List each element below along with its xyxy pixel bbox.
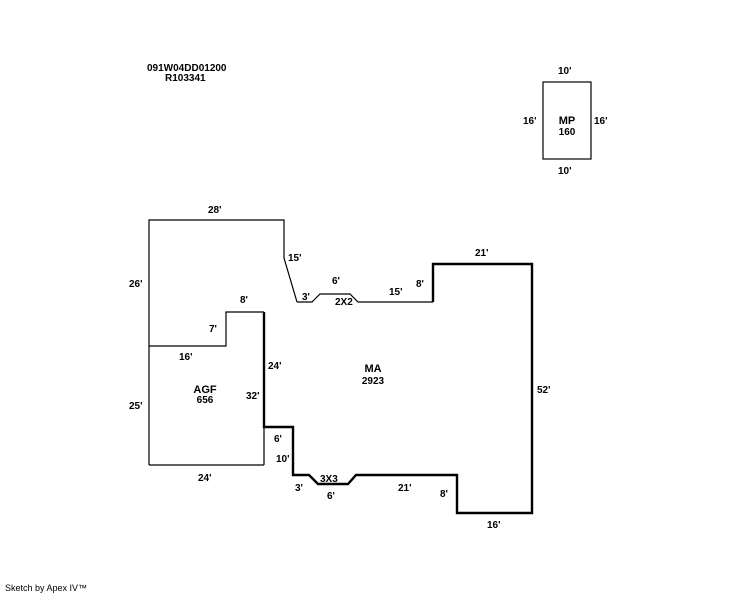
- ma-area-size: 2923: [362, 376, 385, 387]
- step-10-dimension: 10': [276, 454, 290, 465]
- right-52-dimension: 52': [537, 385, 551, 396]
- footer-credit: Sketch by Apex IV™: [5, 583, 88, 593]
- mp-right-dimension: 16': [594, 116, 608, 127]
- mp-area-outline: [542, 81, 592, 160]
- record-id: R103341: [165, 73, 206, 84]
- agf-area-outline: [148, 219, 298, 466]
- step-6-bot-dimension: 6': [327, 491, 335, 502]
- bottom-notch-label: 3X3: [320, 474, 338, 485]
- step-3-top-dimension: 3': [302, 292, 310, 303]
- bottom-21-dimension: 21': [398, 483, 412, 494]
- ma-area-outline: [262, 262, 534, 515]
- mp-area-code: MP: [559, 115, 576, 127]
- inner-32-dimension: 32': [246, 391, 260, 402]
- step-15-mid-dimension: 15': [389, 287, 403, 298]
- ma-area-code: MA: [364, 363, 381, 375]
- left-upper-dimension: 26': [129, 279, 143, 290]
- left-lower-dimension: 25': [129, 401, 143, 412]
- upper-notch-outline: [297, 293, 433, 303]
- agf-area-size: 656: [197, 395, 214, 406]
- step-3-bot-dimension: 3': [295, 483, 303, 494]
- step-6-top-dimension: 6': [332, 276, 340, 287]
- mp-bottom-dimension: 10': [558, 166, 572, 177]
- step-8-bot-dimension: 8': [440, 489, 448, 500]
- inner-7-dimension: 7': [209, 324, 217, 335]
- top-21-dimension: 21': [475, 248, 489, 259]
- mp-area-size: 160: [559, 127, 576, 138]
- bottom-left-dimension: 24': [198, 473, 212, 484]
- bottom-16-dimension: 16': [487, 520, 501, 531]
- step-15-dimension: 15': [288, 253, 302, 264]
- mp-left-dimension: 16': [523, 116, 537, 127]
- top-notch-label: 2X2: [335, 297, 353, 308]
- mp-top-dimension: 10': [558, 66, 572, 77]
- agf-area-code: AGF: [193, 384, 217, 396]
- inner-16-dimension: 16': [179, 352, 193, 363]
- step-8-top-dimension: 8': [416, 279, 424, 290]
- parcel-id: 091W04DD01200: [147, 63, 227, 74]
- inner-24-dimension: 24': [268, 361, 282, 372]
- top-width-dimension: 28': [208, 205, 222, 216]
- step-6-mid-dimension: 6': [274, 434, 282, 445]
- inner-8-dimension: 8': [240, 295, 248, 306]
